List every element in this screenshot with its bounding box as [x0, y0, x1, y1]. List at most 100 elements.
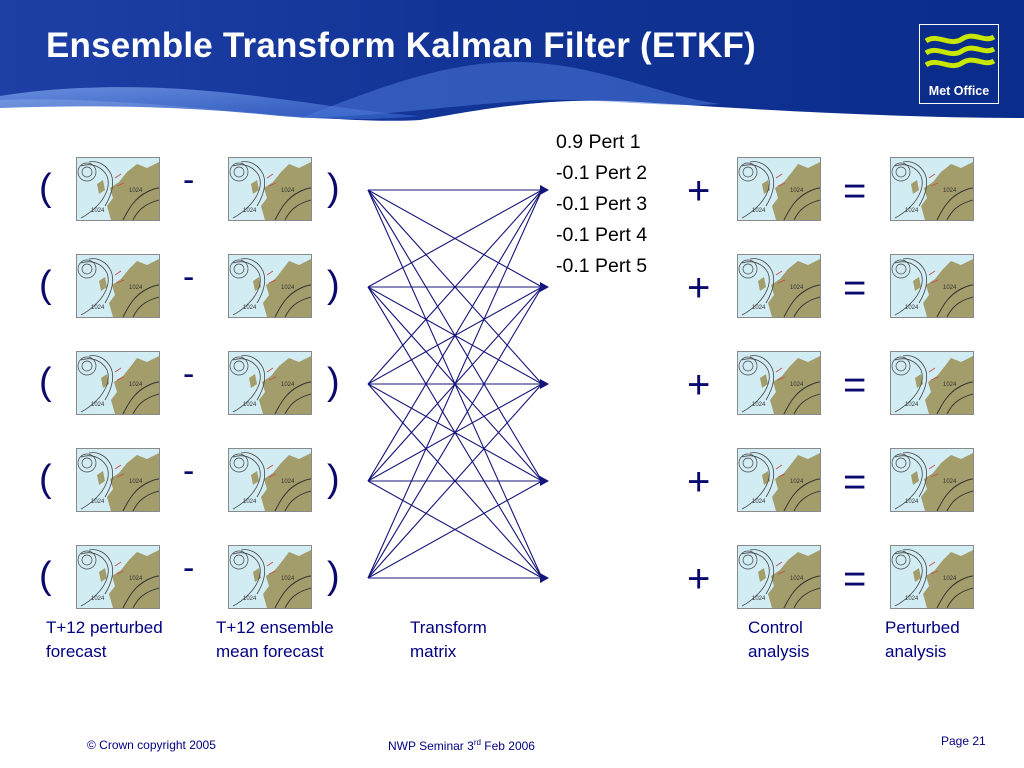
isobar-label: 1024 — [243, 208, 257, 214]
arrow-head-icon — [540, 282, 549, 292]
label-transform-matrix: Transform matrix — [410, 618, 487, 661]
isobar-label: 1024 — [752, 596, 766, 602]
isobar-label: 1024 — [281, 188, 295, 194]
close-paren-2: ) — [327, 264, 340, 306]
isobar-label: 1024 — [243, 402, 257, 408]
isobar-label: 1024 — [943, 576, 957, 582]
isobar-label: 1024 — [905, 305, 919, 311]
weather-map-icon: 1024 1024 — [77, 158, 159, 220]
plus-sign-1: + — [687, 169, 711, 213]
isobar-label: 1024 — [129, 285, 143, 291]
matrix-line — [367, 480, 543, 579]
isobar-label: 1024 — [243, 305, 257, 311]
slide-header — [0, 0, 1024, 125]
footer-copyright: © Crown copyright 2005 — [87, 738, 216, 752]
isobar-label: 1024 — [790, 479, 804, 485]
close-paren-5: ) — [327, 555, 340, 597]
minus-sign-1: - — [183, 161, 195, 199]
plus-sign-3: + — [687, 363, 711, 407]
matrix-line — [367, 286, 543, 579]
perturbed-analysis-map-1: 1024 1024 — [890, 157, 974, 221]
close-paren-4: ) — [327, 458, 340, 500]
isobar-label: 1024 — [905, 402, 919, 408]
open-paren-3: ( — [39, 361, 52, 403]
weather-map-icon: 1024 1024 — [77, 255, 159, 317]
minus-sign-2: - — [183, 258, 195, 296]
matrix-line — [367, 383, 543, 579]
perturbed-forecast-map-2: 1024 1024 — [76, 254, 160, 318]
arrow-head-icon — [540, 573, 549, 583]
equals-sign-2: = — [843, 266, 867, 310]
matrix-line — [367, 189, 543, 579]
isobar-label: 1024 — [129, 479, 143, 485]
plus-sign-2: + — [687, 266, 711, 310]
isobar-label: 1024 — [281, 285, 295, 291]
isobar-label: 1024 — [91, 305, 105, 311]
isobar-label: 1024 — [91, 402, 105, 408]
control-analysis-map-1: 1024 1024 — [737, 157, 821, 221]
isobar-label: 1024 — [129, 382, 143, 388]
label-ensemble-mean-forecast: T+12 ensemble mean forecast — [216, 618, 334, 661]
matrix-line — [367, 189, 543, 385]
weather-map-icon: 1024 1024 — [891, 449, 973, 511]
minus-sign-4: - — [183, 452, 195, 490]
perturbed-forecast-map-1: 1024 1024 — [76, 157, 160, 221]
equals-sign-4: = — [843, 460, 867, 504]
weight-4: -0.1 Pert 4 — [556, 224, 648, 246]
ensemble-mean-map-2: 1024 1024 — [228, 254, 312, 318]
control-analysis-map-4: 1024 1024 — [737, 448, 821, 512]
weather-map-icon: 1024 1024 — [77, 352, 159, 414]
transform-weights: 0.9 Pert 1 -0.1 Pert 2 -0.1 Pert 3 -0.1 … — [556, 127, 647, 282]
isobar-label: 1024 — [91, 208, 105, 214]
label-control-analysis: Control analysis — [748, 618, 810, 661]
footer-page: Page 21 — [941, 734, 986, 748]
isobar-label: 1024 — [790, 285, 804, 291]
footer-seminar-sup: rd — [473, 738, 481, 747]
matrix-line — [367, 189, 543, 288]
isobar-label: 1024 — [790, 188, 804, 194]
weather-map-icon: 1024 1024 — [738, 449, 820, 511]
isobar-label: 1024 — [943, 479, 957, 485]
plus-sign-5: + — [687, 557, 711, 601]
open-paren-5: ( — [39, 555, 52, 597]
ensemble-mean-map-1: 1024 1024 — [228, 157, 312, 221]
isobar-label: 1024 — [752, 208, 766, 214]
isobar-label: 1024 — [752, 499, 766, 505]
isobar-label: 1024 — [752, 305, 766, 311]
isobar-label: 1024 — [91, 596, 105, 602]
label-perturbed-analysis: Perturbed analysis — [885, 618, 960, 661]
equals-sign-1: = — [843, 169, 867, 213]
perturbed-analysis-map-4: 1024 1024 — [890, 448, 974, 512]
open-paren-1: ( — [39, 167, 52, 209]
footer-seminar-suffix: Feb 2006 — [480, 739, 535, 753]
plus-sign-4: + — [687, 460, 711, 504]
isobar-label: 1024 — [943, 188, 957, 194]
footer-seminar: NWP Seminar 3rd Feb 2006 — [388, 738, 535, 753]
label-perturbed-forecast: T+12 perturbed forecast — [46, 618, 163, 661]
isobar-label: 1024 — [243, 499, 257, 505]
isobar-label: 1024 — [905, 208, 919, 214]
weight-3: -0.1 Pert 3 — [556, 193, 648, 215]
isobar-label: 1024 — [905, 499, 919, 505]
weight-1: 0.9 Pert 1 — [556, 131, 641, 153]
isobar-label: 1024 — [129, 188, 143, 194]
open-paren-4: ( — [39, 458, 52, 500]
met-office-wave-icon — [924, 33, 996, 69]
